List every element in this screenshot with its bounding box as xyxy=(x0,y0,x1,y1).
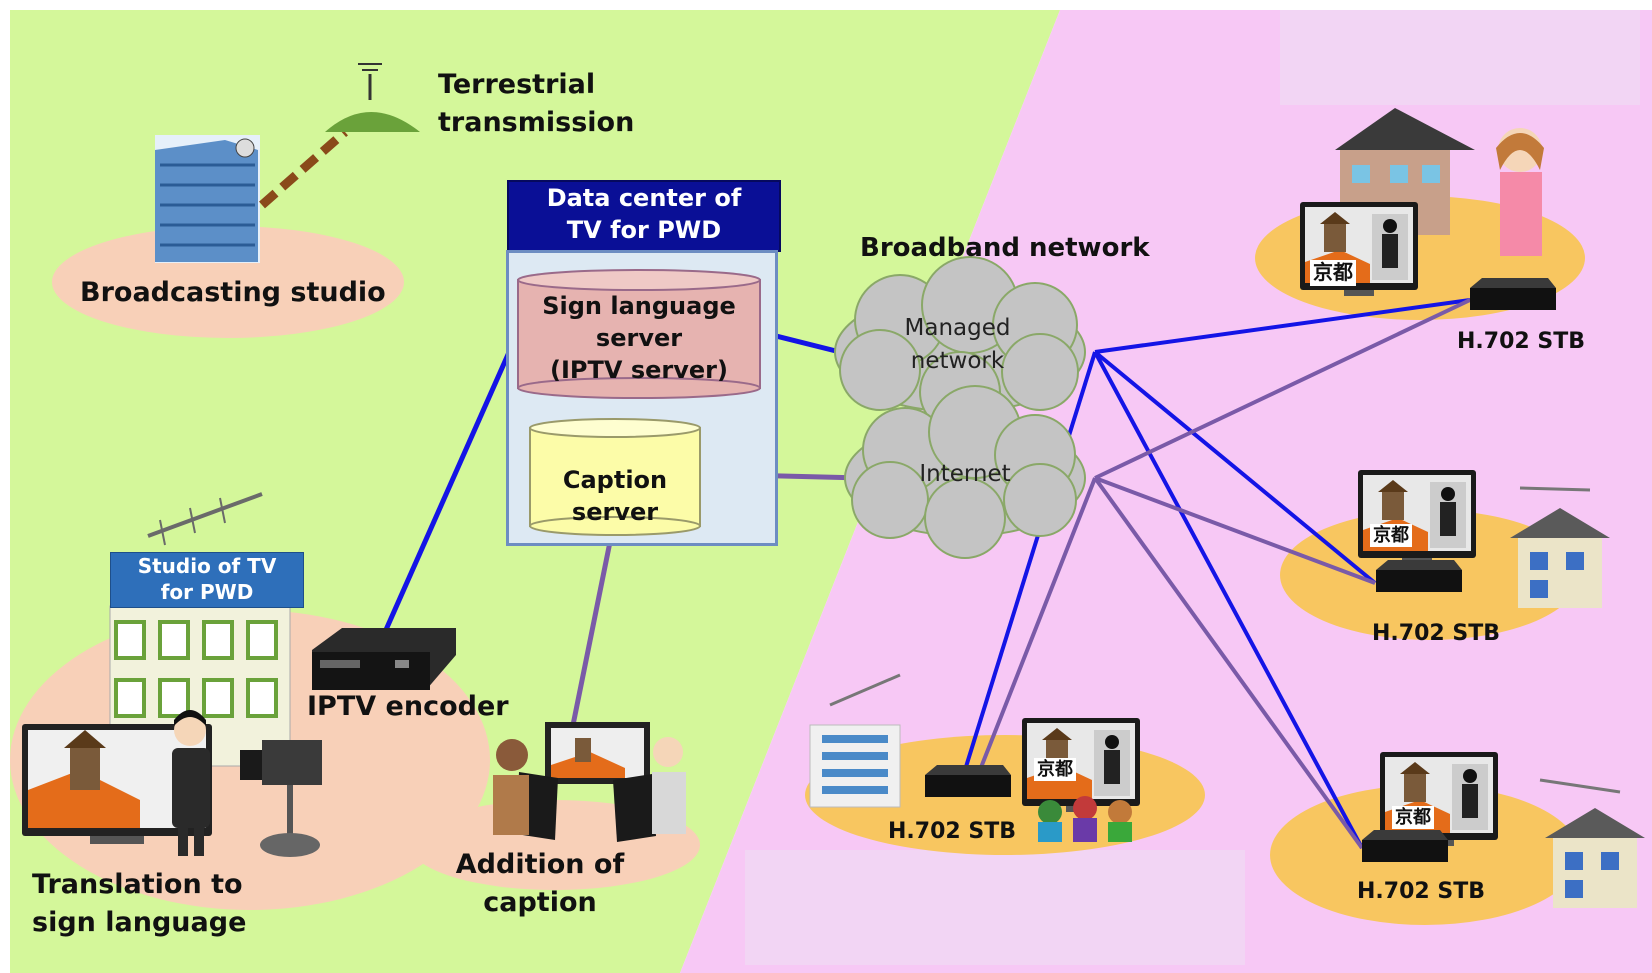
broadcasting-studio-label: Broadcasting studio xyxy=(80,277,386,308)
stb-label-home2: H.702 STB xyxy=(1372,621,1500,646)
signer-person-icon xyxy=(172,710,210,856)
audience-group-icon xyxy=(1038,796,1132,842)
broadcasting-building-icon xyxy=(155,135,260,263)
stb-label-home1: H.702 STB xyxy=(1457,329,1585,354)
broadcasting-studio-oval xyxy=(52,226,404,338)
sign-language-server-label: Sign language server (IPTV server) xyxy=(542,292,736,384)
stb-label-home3: H.702 STB xyxy=(1357,879,1485,904)
addition-caption-label: Addition of caption xyxy=(455,849,625,918)
caption-station-link xyxy=(569,531,615,731)
kyoto-caption-office: 京都 xyxy=(1034,758,1076,782)
kyoto-caption-home1: 京都 xyxy=(1310,260,1356,286)
internet-label: Internet xyxy=(919,461,1011,487)
managed-network-label: Managed network xyxy=(904,315,1011,374)
sign-language-server-cylinder-front xyxy=(517,269,761,399)
kyoto-caption-home3: 京都 xyxy=(1392,806,1434,830)
office-building-icon xyxy=(809,673,901,808)
translation-label: Translation to sign language xyxy=(32,869,247,938)
caption-server-label: Caption server xyxy=(562,466,668,526)
internet-cloud xyxy=(844,385,1086,559)
tower-hill-icon xyxy=(325,63,420,132)
home1-house-icon xyxy=(1335,108,1475,235)
caption-server-cylinder-front xyxy=(529,418,701,536)
stb-label-office: H.702 STB xyxy=(888,819,1016,844)
iptv-encoder-label: IPTV encoder xyxy=(307,691,509,722)
studio-pwd-banner: Studio of TV for PWD xyxy=(110,552,304,608)
terrestrial-link xyxy=(259,128,348,209)
woman-person-icon xyxy=(1496,128,1544,256)
data-center-header: Data center of TV for PWD xyxy=(507,180,781,252)
kyoto-caption-home2: 京都 xyxy=(1370,524,1412,548)
studio-pwd-building-icon xyxy=(109,492,291,767)
broadband-network-label: Broadband network xyxy=(860,233,1150,263)
encoder-to-sign-link xyxy=(382,330,521,634)
terrestrial-label: Terrestrial transmission xyxy=(438,69,635,138)
caption-workstation-icon xyxy=(493,722,686,842)
iptv-encoder-icon xyxy=(312,628,456,690)
studio-camera-icon xyxy=(240,740,322,857)
